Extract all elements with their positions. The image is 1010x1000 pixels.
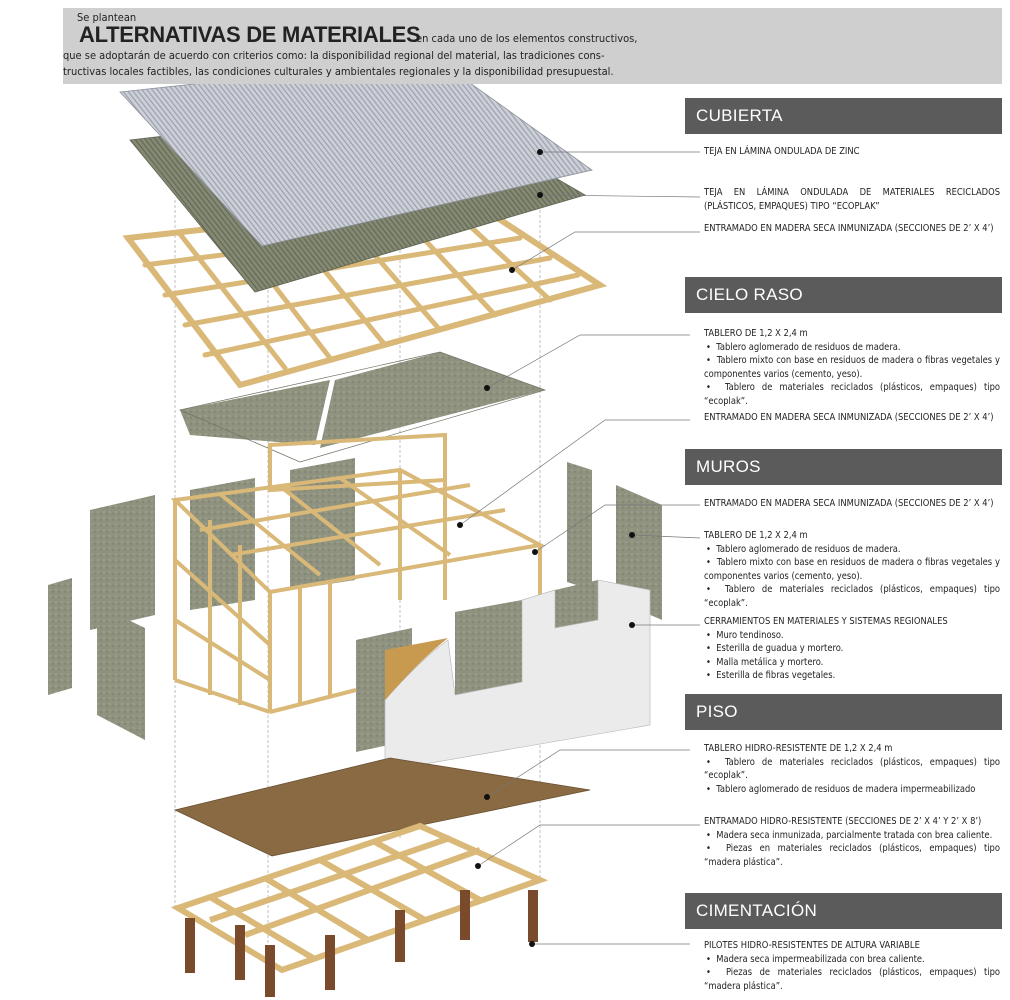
intro-banner: Se plantean ALTERNATIVAS DE MATERIALES e… [63,8,1002,84]
wall-board [97,605,145,740]
leader-lines [459,151,701,945]
bullet-item: Piezas en materiales reciclados (plástic… [704,842,1000,869]
bullet-item: Esterilla de guadua y mortero. [704,642,1000,656]
label-wall-board: TABLERO DE 1,2 X 2,4 m Tablero aglomerad… [704,529,1000,611]
intro-prefix: Se plantean [77,11,137,24]
label-title: TEJA EN LÁMINA ONDULADA DE MATERIALES RE… [704,187,1000,212]
section-header-cubierta: CUBIERTA [685,98,1002,134]
foundation-frame [170,822,549,974]
wall-board [555,580,598,628]
intro-line-2: que se adoptarán de acuerdo con criterio… [63,49,605,62]
label-title: ENTRAMADO HIDRO-RESISTENTE (SECCIONES DE… [704,816,982,827]
bullet-item: Tablero de materiales reciclados (plásti… [704,583,1000,610]
label-title: TEJA EN LÁMINA ONDULADA DE ZINC [704,146,860,157]
ceiling-panel [180,380,330,445]
section-header-cielo-raso: CIELO RASO [685,277,1002,313]
label-ceiling-frame: ENTRAMADO EN MADERA SECA INMUNIZADA (SEC… [704,411,1000,425]
bullet-item: Piezas de materiales reciclados (plástic… [704,966,1000,993]
intro-line-1: en cada uno de los elementos constructiv… [416,32,638,45]
label-title: ENTRAMADO EN MADERA SECA INMUNIZADA (SEC… [704,412,994,423]
section-header-piso: PISO [685,694,1002,730]
wall-board [48,578,72,695]
label-ceiling-board: TABLERO DE 1,2 X 2,4 m Tablero aglomerad… [704,327,1000,409]
wall-frame [170,432,547,714]
zinc-roof-sheet [119,57,593,247]
section-header-muros: MUROS [685,449,1002,485]
label-zinc: TEJA EN LÁMINA ONDULADA DE ZINC [704,145,1000,159]
bullet-item: Tablero de materiales reciclados (plásti… [704,756,1000,783]
label-title: TABLERO DE 1,2 X 2,4 m [704,530,808,541]
wall-board [90,495,155,630]
bullet-item: Esterilla de fibras vegetales. [704,669,1000,683]
label-roof-frame: ENTRAMADO EN MADERA SECA INMUNIZADA (SEC… [704,222,1000,236]
wall-board [290,458,355,590]
bullet-item: Tablero aglomerado de residuos de madera… [704,543,1000,557]
bullet-item: Tablero aglomerado de residuos de madera… [704,341,1000,355]
bullet-item: Madera seca impermeabilizada con brea ca… [704,953,1000,967]
bullet-item: Tablero de materiales reciclados (plásti… [704,381,1000,408]
bullet-item: Muro tendinoso. [704,629,1000,643]
label-wall-frame: ENTRAMADO EN MADERA SECA INMUNIZADA (SEC… [704,497,1000,511]
intro-title: ALTERNATIVAS DE MATERIALES [79,22,421,47]
label-title: CERRAMIENTOS EN MATERIALES Y SISTEMAS RE… [704,616,948,627]
section-header-cimentacion: CIMENTACIÓN [685,893,1002,929]
label-floor-frame: ENTRAMADO HIDRO-RESISTENTE (SECCIONES DE… [704,815,1000,869]
label-ecoplak-roof: TEJA EN LÁMINA ONDULADA DE MATERIALES RE… [704,186,1000,213]
bullet-item: Malla metálica y mortero. [704,656,1000,670]
label-title: TABLERO HIDRO-RESISTENTE DE 1,2 X 2,4 m [704,743,893,754]
label-piles: PILOTES HIDRO-RESISTENTES DE ALTURA VARI… [704,939,1000,993]
label-floor-board: TABLERO HIDRO-RESISTENTE DE 1,2 X 2,4 m … [704,742,1000,796]
intro-line-3: tructivas locales factibles, las condici… [63,65,614,78]
bullet-item: Tablero mixto con base en residuos de ma… [704,556,1000,583]
leader-dots [457,149,635,947]
bullet-item: Tablero aglomerado de residuos de madera… [704,783,1000,797]
label-title: PILOTES HIDRO-RESISTENTES DE ALTURA VARI… [704,940,920,951]
bullet-item: Tablero mixto con base en residuos de ma… [704,354,1000,381]
label-title: TABLERO DE 1,2 X 2,4 m [704,328,808,339]
piles [185,890,538,997]
ceiling-panel [320,352,545,448]
label-title: ENTRAMADO EN MADERA SECA INMUNIZADA (SEC… [704,498,994,509]
plaster-wall [384,579,651,771]
wall-board [455,600,522,695]
bullet-item: Madera seca inmunizada, parcialmente tra… [704,829,1000,843]
wall-board [567,462,592,590]
bamboo-mat-detail [385,638,448,700]
label-regional-enclosures: CERRAMIENTOS EN MATERIALES Y SISTEMAS RE… [704,615,1000,683]
label-title: ENTRAMADO EN MADERA SECA INMUNIZADA (SEC… [704,223,994,234]
floor-board [173,757,591,857]
